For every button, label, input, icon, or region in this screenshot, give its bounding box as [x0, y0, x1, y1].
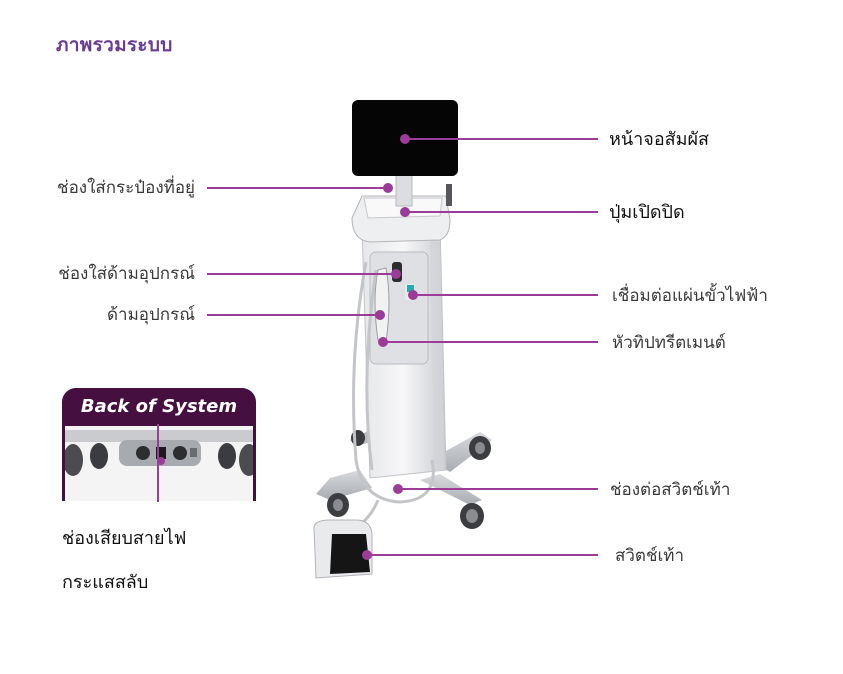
label-footswitch: สวิตช์เท้า: [615, 546, 685, 566]
label-power-button: ปุ่มเปิดปิด: [609, 202, 685, 223]
rear-panel-illustration: [63, 430, 256, 476]
inset-callout-line: [157, 424, 159, 502]
footswitch-device: [313, 519, 373, 579]
inset-heading: Back of System: [80, 395, 238, 417]
cart-body: [361, 221, 447, 479]
touch-screen-monitor: [352, 100, 458, 207]
label-ac-inlet-line2: กระแสสลับ: [62, 572, 149, 593]
label-canister-slot: ช่องใส่กระป๋องที่อยู่: [57, 178, 195, 198]
page-title: ภาพรวมระบบ: [56, 34, 173, 56]
label-treatment-tip: หัวทิปทรีตเมนต์: [612, 333, 726, 353]
callout-lines: [207, 134, 598, 560]
label-footswitch-port: ช่องต่อสวิตช์เท้า: [610, 480, 731, 500]
label-ac-inlet-line1: ช่องเสียบสายไฟ: [62, 528, 187, 549]
label-electrode-connector: เชื่อมต่อแผ่นขั้วไฟฟ้า: [612, 286, 768, 306]
label-handpiece: ด้ามอุปกรณ์: [107, 305, 195, 325]
label-handpiece-holder: ช่องใส่ด้ามอุปกรณ์: [58, 264, 195, 284]
label-touch-screen: หน้าจอสัมผัส: [609, 129, 710, 150]
